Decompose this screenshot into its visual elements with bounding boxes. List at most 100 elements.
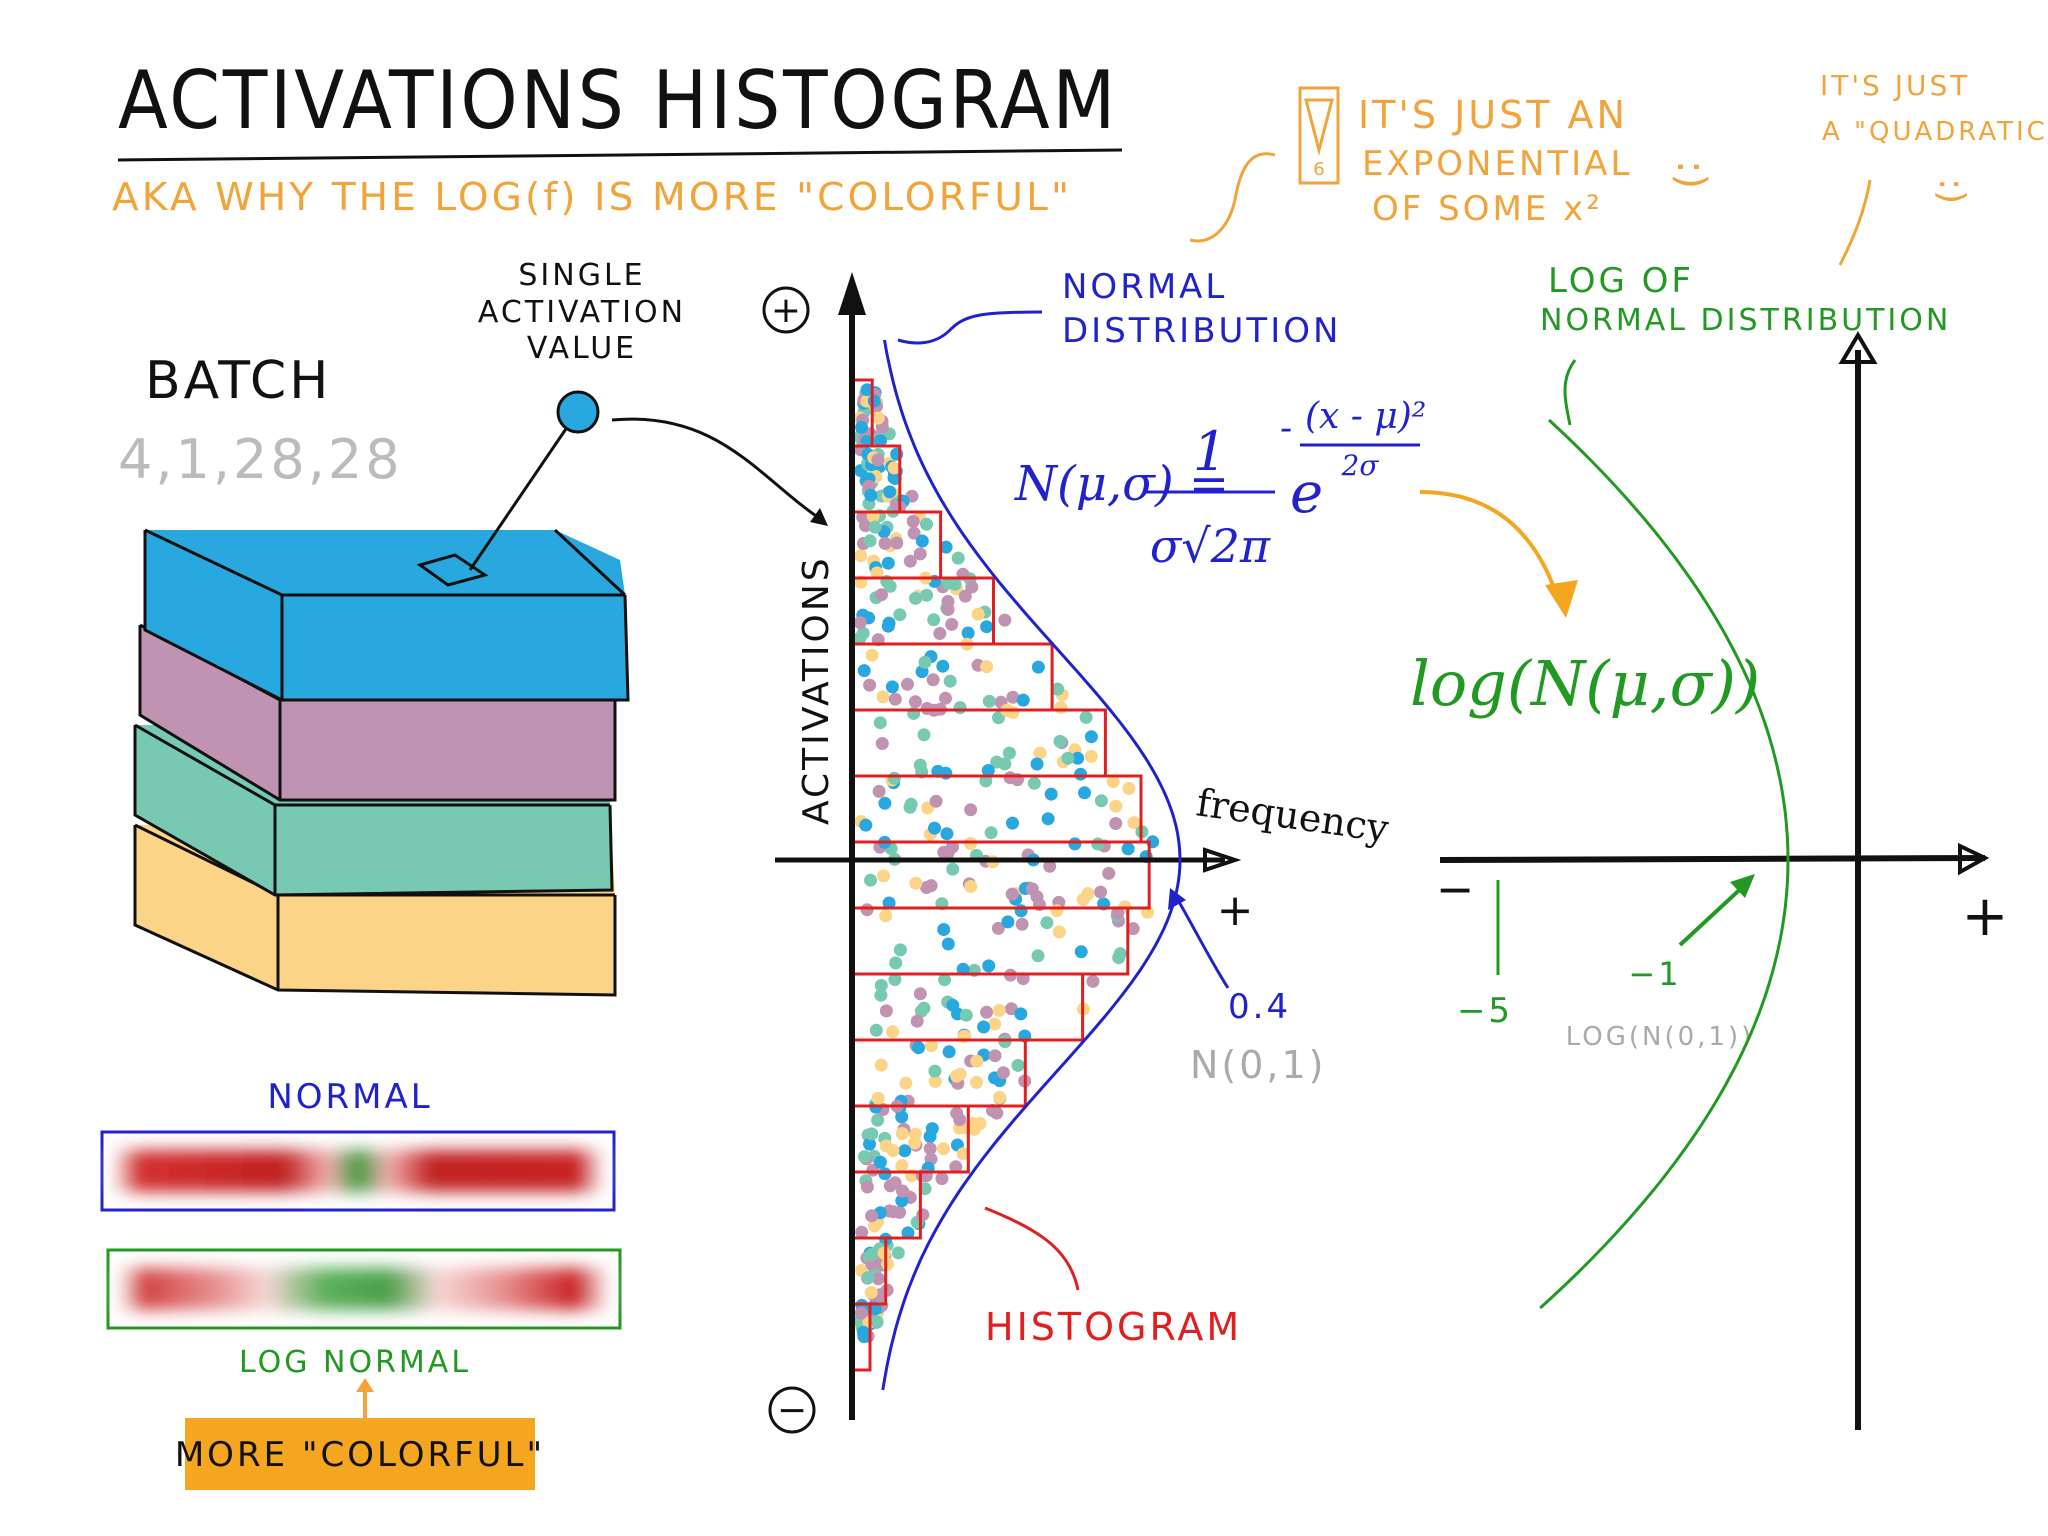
activation-dot <box>920 881 933 894</box>
log-normal-title-leader <box>1563 359 1577 426</box>
activation-dot <box>998 1035 1012 1049</box>
axis-bottom-symbol: − <box>777 1390 807 1431</box>
activation-dot <box>886 1144 900 1157</box>
activation-dot <box>1109 799 1123 813</box>
activation-dot <box>942 1045 956 1059</box>
diagram-subtitle: AKA WHY THE LOG(f) IS MORE "COLORFUL" <box>112 175 1072 219</box>
activation-dot <box>953 1067 967 1081</box>
activation-dot <box>941 846 955 860</box>
activation-dot <box>863 1137 876 1151</box>
batch-label: BATCH <box>145 351 331 411</box>
activation-dot <box>874 988 888 1002</box>
activation-dot <box>965 580 979 594</box>
peak-pointer <box>1173 894 1230 989</box>
log-plot-tick-label: LOG(N(0,1)) <box>1566 1022 1755 1052</box>
single-activation-label-2: ACTIVATION <box>478 295 686 330</box>
activation-dot <box>939 691 952 705</box>
batch-shape: 4,1,28,28 <box>118 428 403 491</box>
activation-dot <box>1031 660 1045 674</box>
activation-dot <box>856 1325 870 1339</box>
activation-to-histogram-arrow <box>611 417 826 524</box>
activation-dot <box>1052 925 1066 939</box>
quadratic-note-smiley: :) <box>1931 178 1972 204</box>
activation-dot <box>878 536 892 550</box>
activation-dot <box>1006 690 1020 704</box>
axis-top-symbol: + <box>771 290 801 331</box>
activation-dot <box>864 1286 878 1299</box>
activation-dot <box>920 588 934 602</box>
normal-color-bar <box>100 1130 616 1212</box>
exponential-note-box-mark <box>1304 98 1334 156</box>
activation-dot <box>885 680 899 694</box>
quadratic-note-line-2: A "QUADRATIC" <box>1822 117 2048 147</box>
activation-dot <box>870 1315 884 1329</box>
log-normal-color-bar <box>106 1248 622 1330</box>
activation-dot <box>927 613 941 627</box>
activation-dot <box>924 1039 938 1053</box>
activation-dot <box>857 664 871 678</box>
activation-dot <box>868 1219 882 1233</box>
activation-dot <box>909 591 922 605</box>
axis-top-symbol-circle <box>762 286 810 334</box>
activation-dot <box>908 1136 922 1150</box>
activation-dot <box>918 655 932 669</box>
activation-dot <box>913 547 927 561</box>
activation-dot <box>873 716 887 730</box>
activation-dot <box>893 608 907 622</box>
quadratic-note-line-1: IT'S JUST <box>1820 69 1970 102</box>
activation-dot <box>853 616 867 630</box>
log-normal-curve <box>1539 418 1790 1310</box>
formula-lhs: N(μ,σ) = <box>1014 456 1229 512</box>
activation-dot <box>859 519 872 533</box>
activation-dot <box>964 803 978 817</box>
exponential-note-line-3: OF SOME x² <box>1372 189 1603 229</box>
activation-dot <box>920 517 933 531</box>
colorful-arrow-head <box>356 1378 374 1392</box>
activation-dot <box>1084 730 1098 744</box>
activation-dot <box>1102 866 1116 880</box>
formula-to-log-arrow-head <box>1545 580 1578 618</box>
activation-dot <box>1081 887 1095 901</box>
activation-dot <box>879 1004 893 1018</box>
activations-axis-arrow <box>838 272 866 315</box>
activation-dot <box>1016 693 1030 707</box>
log-plot-y-arrow <box>1838 331 1878 364</box>
activation-dot <box>875 588 888 602</box>
activation-dot <box>895 1127 909 1141</box>
activation-dot <box>904 797 918 811</box>
activation-dot <box>953 701 967 715</box>
activation-dot <box>1050 904 1064 918</box>
activation-dot <box>895 1194 909 1208</box>
histogram-leader <box>984 1206 1080 1291</box>
activation-dot <box>883 1179 897 1193</box>
activation-dot <box>899 1076 913 1090</box>
axis-bottom-symbol-circle <box>768 1386 816 1434</box>
activation-dot <box>943 674 957 688</box>
activation-dot <box>877 869 890 883</box>
activation-dot <box>1014 1007 1028 1021</box>
formula-denominator: σ√2π <box>1150 519 1271 573</box>
activation-dot <box>1006 816 1019 830</box>
activation-dot <box>883 485 897 499</box>
activation-dot <box>877 1246 891 1260</box>
activation-dot <box>991 921 1005 935</box>
formula-numerator: 1 <box>1193 420 1227 483</box>
activation-dot <box>1051 682 1065 696</box>
normal-color-fill <box>112 1150 604 1192</box>
activation-dot <box>871 453 885 467</box>
activation-dot <box>882 896 896 910</box>
activation-dot <box>1033 746 1047 760</box>
log-plot-x-minus: − <box>1436 862 1475 916</box>
histogram-label: HISTOGRAM <box>985 1305 1242 1349</box>
activation-dot <box>1122 782 1136 795</box>
activation-dot <box>923 1142 937 1156</box>
normal-bar-label: NORMAL <box>267 1077 432 1117</box>
exponential-note-leader <box>1189 152 1276 243</box>
exponential-note-line-2: EXPONENTIAL <box>1362 144 1632 184</box>
activation-dot <box>980 620 994 634</box>
activation-dot <box>1030 757 1044 771</box>
activation-dot <box>980 660 994 674</box>
activation-dot <box>956 1147 970 1161</box>
normal-distribution-curve <box>881 339 1182 1391</box>
